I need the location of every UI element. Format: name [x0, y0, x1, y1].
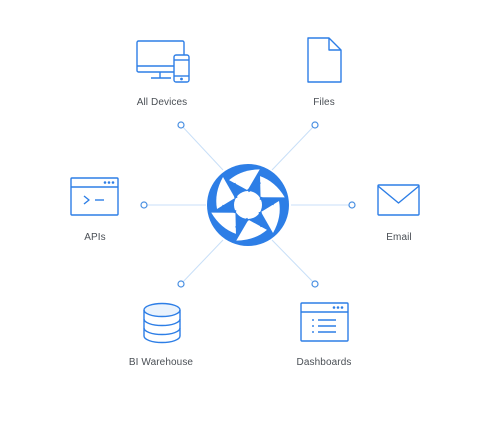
label-bi-warehouse: BI Warehouse: [128, 357, 194, 368]
dot-email: [348, 201, 356, 209]
dot-all-devices: [177, 121, 185, 129]
label-email: Email: [386, 232, 412, 243]
label-all-devices: All Devices: [136, 97, 188, 108]
connector-dashboards: [271, 239, 316, 285]
dot-dashboards: [311, 280, 319, 288]
label-files: Files: [313, 97, 335, 108]
connector-lines: [144, 124, 352, 285]
envelope-icon: [377, 184, 420, 216]
connector-all-devices: [180, 124, 224, 171]
aperture-logo-icon: [207, 164, 289, 246]
file-icon: [307, 37, 342, 83]
dot-apis: [140, 201, 148, 209]
database-icon: [143, 302, 181, 344]
connector-files: [271, 124, 316, 171]
dashboard-window-icon: [300, 302, 349, 342]
label-dashboards: Dashboards: [296, 357, 352, 368]
devices-icon: [136, 40, 190, 83]
terminal-window-icon: [70, 177, 119, 216]
dot-files: [311, 121, 319, 129]
connector-dots: [140, 121, 356, 288]
label-apis: APIs: [84, 232, 106, 243]
connector-bi-warehouse: [180, 239, 224, 285]
dot-bi-warehouse: [177, 280, 185, 288]
